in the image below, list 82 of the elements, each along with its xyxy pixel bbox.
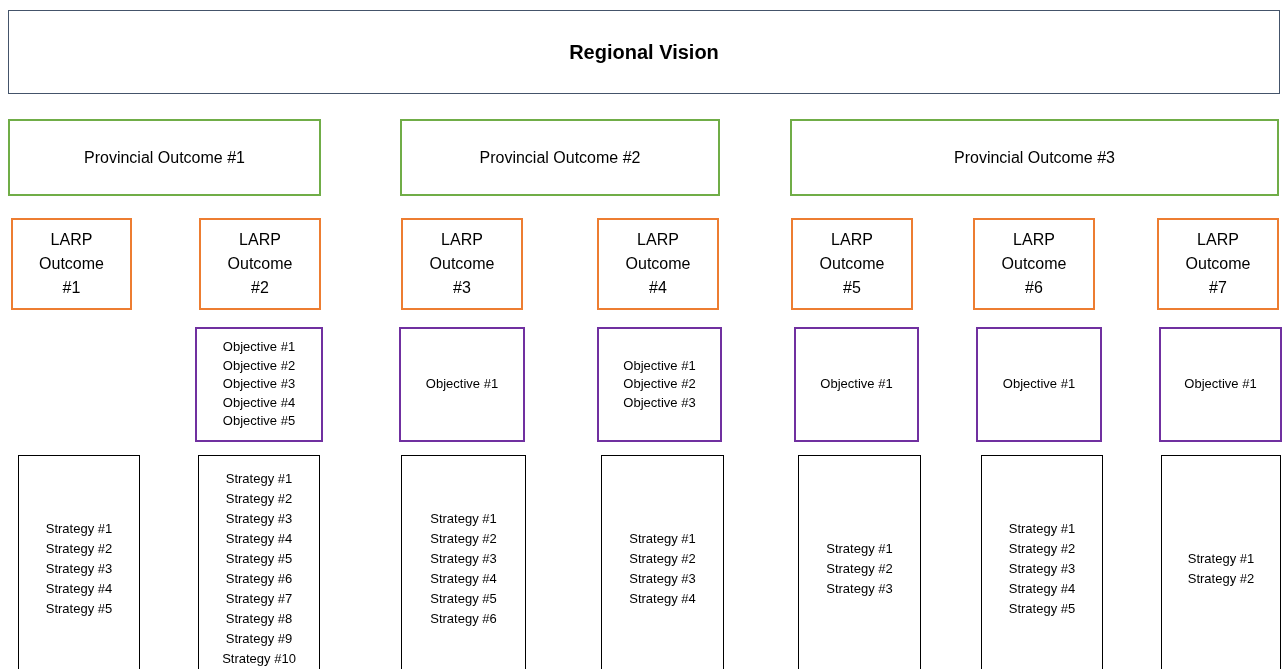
strategy-box: [981, 455, 1103, 669]
box-label: Provincial Outcome #3: [954, 147, 1115, 168]
outcome-box: [400, 119, 720, 196]
strategy-item: Strategy #1: [225, 470, 293, 488]
objective-item: Objective #5: [222, 412, 296, 431]
strategy-box: [18, 455, 140, 669]
box-label: LARP Outcome #7: [1184, 230, 1252, 298]
strategy-item: Strategy #2: [430, 530, 497, 548]
objective-item: Objective #4: [222, 393, 296, 412]
strategy-item: Strategy #1: [826, 540, 893, 558]
strategy-box: [601, 455, 724, 669]
strategy-item: Strategy #10: [222, 650, 296, 668]
strategy-item: Strategy #4: [1008, 580, 1076, 598]
strategy-item: Strategy #2: [45, 540, 113, 558]
strategy-item: Strategy #4: [225, 530, 293, 548]
strategy-item: Strategy #5: [225, 550, 293, 568]
strategy-box: [198, 455, 320, 669]
box-label: Provincial Outcome #2: [479, 147, 641, 168]
outcome-box: [597, 218, 719, 310]
strategy-box: [1161, 455, 1281, 669]
objective-item: Objective #1: [425, 375, 499, 394]
strategy-box: [401, 455, 526, 669]
strategy-item: Strategy #5: [45, 600, 113, 618]
objective-box: [1159, 327, 1282, 442]
strategy-item: Strategy #4: [430, 570, 497, 588]
strategy-item: Strategy #2: [225, 490, 293, 508]
vision-box: [8, 10, 1280, 94]
objective-item: Objective #1: [623, 356, 696, 375]
strategy-item: Strategy #1: [45, 520, 113, 538]
strategy-item: Strategy #9: [225, 630, 293, 648]
outcome-box: [199, 218, 321, 310]
strategy-item: Strategy #3: [225, 510, 293, 528]
strategy-item: Strategy #4: [629, 590, 696, 608]
strategy-item: Strategy #1: [430, 510, 497, 528]
objective-item: Objective #1: [1184, 375, 1257, 394]
strategy-item: Strategy #1: [1008, 520, 1076, 538]
strategy-item: Strategy #5: [430, 590, 497, 608]
strategy-item: Strategy #2: [629, 550, 696, 568]
strategy-item: Strategy #3: [826, 580, 893, 598]
objective-item: Objective #1: [1002, 375, 1076, 394]
outcome-box: [790, 119, 1279, 196]
box-label: LARP Outcome #3: [428, 230, 496, 298]
objective-box: [597, 327, 722, 442]
strategy-item: Strategy #2: [1187, 570, 1255, 588]
objective-box: [399, 327, 525, 442]
strategy-item: Strategy #3: [430, 550, 497, 568]
objective-box: [794, 327, 919, 442]
outcome-box: [1157, 218, 1279, 310]
strategy-item: Strategy #6: [225, 570, 293, 588]
strategy-item: Strategy #2: [826, 560, 893, 578]
strategy-item: Strategy #7: [225, 590, 293, 608]
objective-item: Objective #3: [623, 393, 696, 412]
strategy-item: Strategy #6: [430, 610, 497, 628]
strategy-item: Strategy #4: [45, 580, 113, 598]
strategy-item: Strategy #1: [629, 530, 696, 548]
box-title: Regional Vision: [569, 40, 719, 64]
box-label: LARP Outcome #1: [38, 230, 105, 298]
box-label: LARP Outcome #4: [624, 230, 692, 298]
objective-box: [195, 327, 323, 442]
strategy-item: Strategy #2: [1008, 540, 1076, 558]
strategy-item: Strategy #3: [629, 570, 696, 588]
outcome-box: [8, 119, 321, 196]
strategy-item: Strategy #1: [1187, 550, 1255, 568]
box-label: LARP Outcome #6: [1000, 230, 1068, 298]
box-label: LARP Outcome #2: [226, 230, 294, 298]
outcome-box: [11, 218, 132, 310]
objective-item: Objective #1: [820, 375, 893, 394]
strategy-item: Strategy #8: [225, 610, 293, 628]
outcome-box: [973, 218, 1095, 310]
objective-box: [976, 327, 1102, 442]
strategy-item: Strategy #3: [1008, 560, 1076, 578]
objective-item: Objective #3: [222, 375, 296, 394]
outcome-box: [791, 218, 913, 310]
box-label: LARP Outcome #5: [818, 230, 886, 298]
objective-item: Objective #2: [222, 356, 296, 375]
strategy-box: [798, 455, 921, 669]
objective-item: Objective #1: [222, 338, 296, 357]
outcome-box: [401, 218, 523, 310]
strategy-item: Strategy #3: [45, 560, 113, 578]
objective-item: Objective #2: [623, 375, 696, 394]
strategy-item: Strategy #5: [1008, 600, 1076, 618]
box-label: Provincial Outcome #1: [84, 147, 245, 168]
